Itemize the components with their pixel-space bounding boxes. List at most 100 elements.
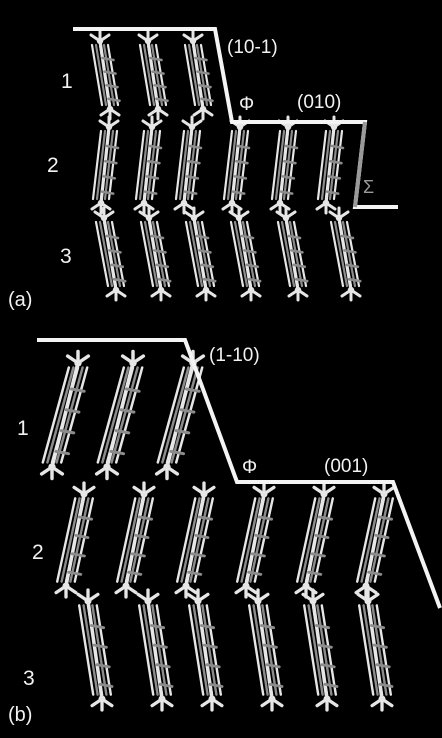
molecule-side-bond (129, 572, 141, 574)
atom-sphere (200, 490, 207, 497)
molecule-a-row3 (185, 208, 215, 300)
molecule-b-row3 (248, 590, 282, 710)
molecule-side-bond (66, 410, 79, 412)
panel-b-layer-number-3: 3 (23, 668, 35, 689)
molecule-chain (152, 131, 160, 199)
atom-sphere (229, 200, 235, 206)
molecule-b-row2 (56, 483, 94, 597)
atom-sphere (145, 38, 151, 44)
molecule-a-row2 (271, 117, 297, 213)
molecule-side-bond (132, 554, 144, 556)
atom-sphere (348, 287, 354, 293)
atom-sphere (268, 695, 275, 702)
molecule-side-bond (185, 192, 196, 194)
molecule-side-bond (192, 554, 204, 556)
molecule-side-bond (104, 176, 115, 178)
atom-sphere (254, 597, 261, 604)
atom-sphere (140, 490, 147, 497)
molecule-chain (176, 131, 184, 199)
molecule-side-bond (329, 176, 340, 178)
molecule-side-bond (252, 554, 264, 556)
atom-sphere (97, 38, 103, 44)
atom-sphere (113, 287, 119, 293)
molecule-side-bond (236, 161, 247, 163)
atom-sphere (74, 359, 81, 366)
molecule-a-row1 (139, 31, 168, 119)
atom-sphere (331, 124, 337, 130)
molecule-side-bond (72, 554, 84, 556)
atom-sphere (84, 597, 91, 604)
atom-sphere (277, 200, 283, 206)
atom-sphere (98, 695, 105, 702)
panel-a-step-symbol: Φ (239, 95, 254, 114)
molecule-a-row1 (184, 31, 213, 119)
atom-sphere (248, 287, 254, 293)
molecule-b-row2 (296, 483, 334, 597)
atom-sphere (122, 582, 129, 589)
atom-sphere (309, 597, 316, 604)
molecule-a-row2 (223, 117, 249, 213)
molecule-side-bond (309, 572, 321, 574)
atom-sphere (163, 463, 170, 470)
molecule-side-bond (105, 161, 116, 163)
molecule-side-bond (330, 161, 341, 163)
molecule-side-bond (235, 176, 246, 178)
panel-a-plane-label-upper: (10-1) (227, 38, 278, 57)
atom-sphere (380, 490, 387, 497)
atom-sphere (208, 695, 215, 702)
molecule-a-row3 (277, 208, 307, 300)
molecule-chain (224, 131, 232, 199)
atom-sphere (62, 582, 69, 589)
atom-sphere (364, 597, 371, 604)
molecule-side-bond (150, 146, 161, 148)
molecule-side-bond (188, 161, 199, 163)
molecule-side-bond (196, 535, 208, 537)
panel-b-layer-number-1: 1 (17, 418, 29, 439)
atom-sphere (106, 124, 112, 130)
panel-a-layer-number-3: 3 (60, 246, 72, 267)
molecule-side-bond (316, 535, 328, 537)
molecule-side-bond (102, 192, 113, 194)
atom-sphere (323, 200, 329, 206)
molecule-b-row1 (42, 352, 89, 479)
atom-sphere (103, 463, 110, 470)
molecule-b-row2 (116, 483, 154, 597)
molecule-side-bond (286, 146, 297, 148)
molecule-side-bond (187, 176, 198, 178)
molecule-b-row3 (303, 590, 337, 710)
molecule-b-row3 (358, 590, 392, 710)
atom-sphere (98, 200, 104, 206)
atom-sphere (336, 215, 342, 221)
atom-sphere (182, 582, 189, 589)
molecule-side-bond (376, 535, 388, 537)
molecule-side-bond (76, 535, 88, 537)
atom-sphere (237, 124, 243, 130)
molecule-side-bond (121, 410, 134, 412)
molecule-b-row2 (356, 483, 394, 597)
panel-a-sigma-symbol: Σ (363, 178, 374, 196)
atom-sphere (129, 359, 136, 366)
molecule-side-bond (372, 554, 384, 556)
panel-a-plane-label-lower: (010) (297, 93, 341, 112)
molecule-side-bond (283, 176, 294, 178)
atom-sphere (236, 215, 242, 221)
molecule-b-row3 (78, 590, 112, 710)
atom-sphere (144, 597, 151, 604)
atom-sphere (141, 200, 147, 206)
molecule-chain (272, 131, 280, 199)
molecule-side-bond (69, 572, 81, 574)
molecule-a-row2 (92, 117, 118, 213)
molecule-side-bond (61, 431, 74, 433)
molecule-layer (42, 31, 394, 710)
molecule-side-bond (327, 192, 338, 194)
molecule-chain (192, 131, 200, 199)
molecule-a-row2 (317, 117, 343, 213)
molecule-side-bond (145, 192, 156, 194)
molecule-chain (93, 131, 101, 199)
molecule-chain (334, 131, 342, 199)
molecule-b-row3 (138, 590, 172, 710)
atom-sphere (181, 200, 187, 206)
panel-b-layer-number-2: 2 (32, 542, 44, 563)
molecule-chain (288, 131, 296, 199)
